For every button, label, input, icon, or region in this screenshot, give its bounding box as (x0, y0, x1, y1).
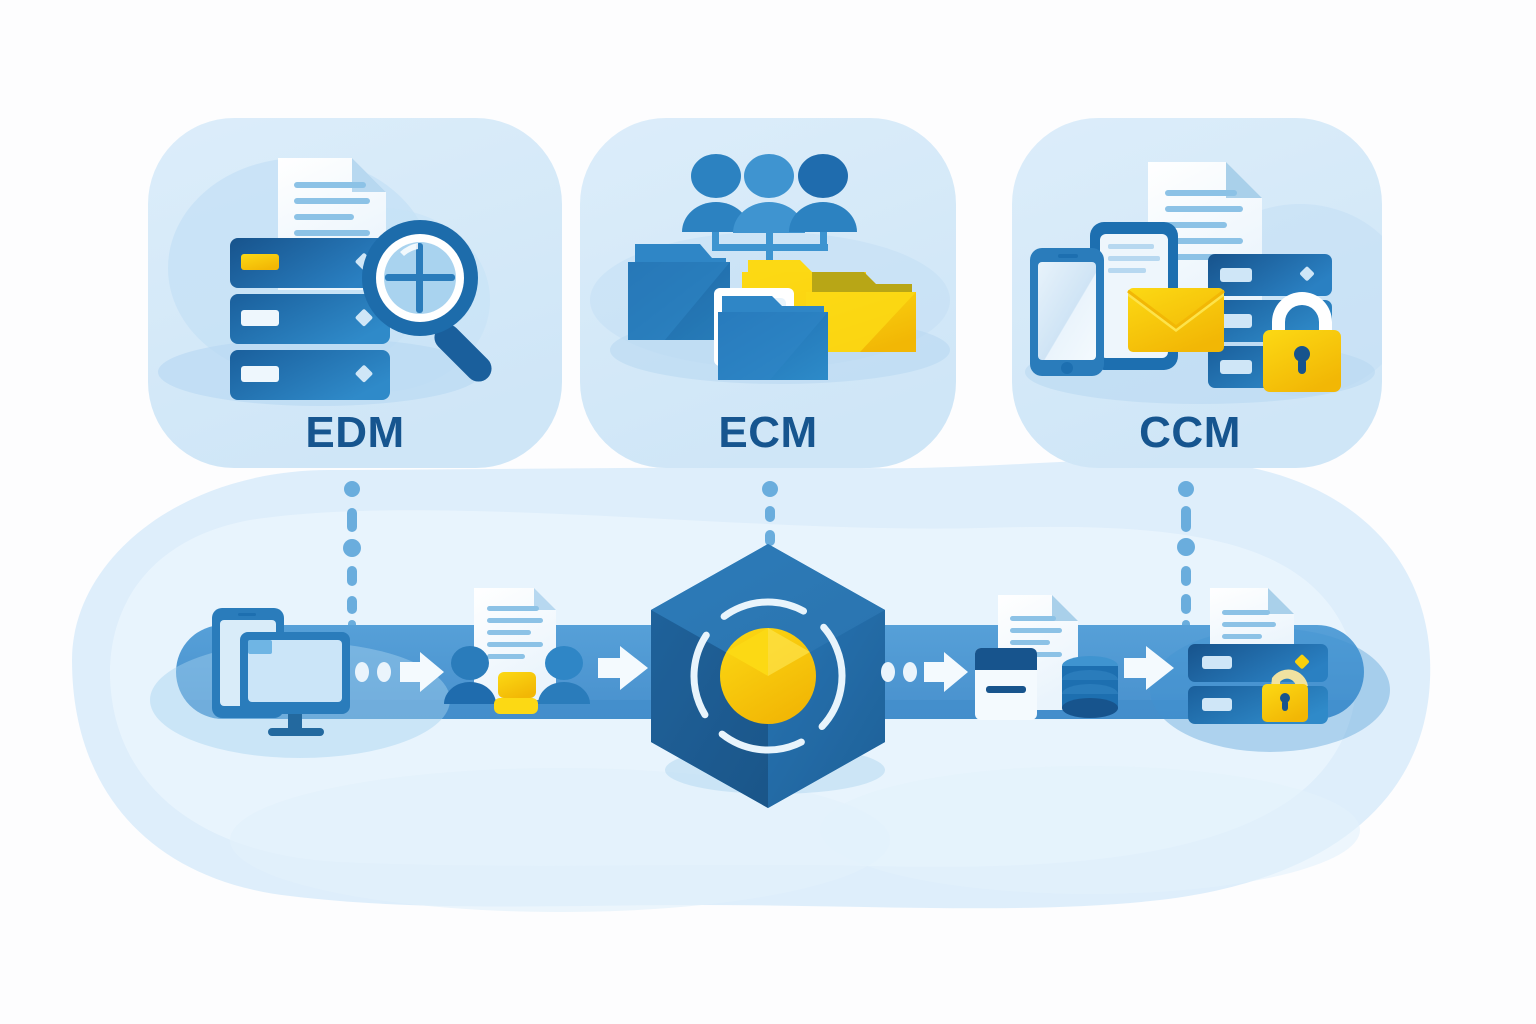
card-ecm[interactable]: ECM (580, 118, 956, 468)
arrow-1 (355, 652, 444, 692)
arrow-4 (1124, 646, 1174, 690)
folder-blue-icon (628, 244, 730, 340)
target-ring-icon (690, 598, 846, 754)
folder-yellow-2-icon (806, 272, 916, 352)
hexagon-hub-icon (651, 544, 885, 808)
card-label-ecm: ECM (718, 408, 817, 457)
stage-archive[interactable] (1188, 588, 1328, 724)
card-ccm[interactable]: CCM (1012, 118, 1410, 468)
core-circle-icon (720, 628, 816, 724)
connector-ccm (1177, 481, 1195, 632)
stage-capture[interactable] (212, 608, 350, 736)
stage-process[interactable] (975, 595, 1118, 720)
padlock-icon (1263, 292, 1341, 392)
magnifier-icon (362, 220, 492, 382)
approval-icon (494, 672, 538, 714)
envelope-icon (1127, 288, 1225, 352)
document-icon (474, 588, 556, 700)
card-edm[interactable]: EDM (148, 118, 562, 468)
arrow-3 (881, 652, 968, 692)
database-icon (1062, 656, 1118, 718)
people-group-icon (682, 154, 857, 233)
user-icon (444, 646, 496, 704)
arrow-2 (598, 646, 648, 690)
stage-hub[interactable] (651, 544, 885, 808)
monitor-icon (240, 632, 350, 736)
record-card-icon (975, 648, 1037, 720)
stage-collaborate[interactable] (444, 588, 590, 714)
folder-blue-front-icon (718, 296, 828, 380)
user-icon (538, 646, 590, 704)
card-label-ccm: CCM (1139, 408, 1241, 457)
smartphone-icon (1030, 248, 1104, 376)
card-label-edm: EDM (305, 408, 404, 457)
server-stack-icon (230, 238, 390, 400)
padlock-open-icon (1262, 669, 1308, 722)
